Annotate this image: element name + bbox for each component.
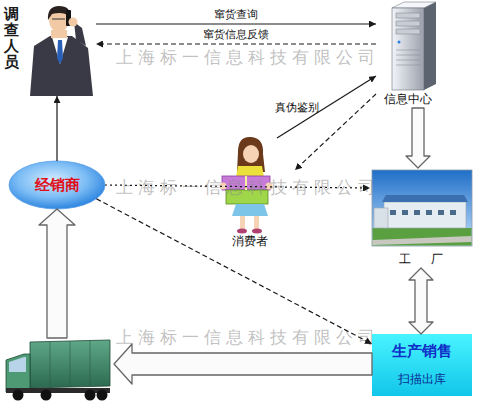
edge-label: 真伪鉴别 [275, 101, 319, 114]
skirt [232, 204, 268, 216]
suit [30, 36, 93, 96]
wheel [41, 390, 52, 401]
factory-illustration [372, 170, 472, 246]
raised-arm [74, 22, 86, 46]
container-rib [90, 341, 91, 387]
information-center-server: 信息中心 [376, 0, 440, 108]
flow-arrow [96, 23, 376, 24]
window [402, 210, 408, 215]
shoe [237, 229, 247, 234]
flow-arrow [105, 185, 370, 188]
block-arrow [406, 108, 430, 168]
server-front [392, 8, 424, 90]
drive-bay [396, 13, 420, 18]
windshield [9, 357, 26, 372]
vent-line [396, 60, 420, 61]
node-text: 信息中心 [376, 92, 440, 106]
sky [372, 170, 472, 246]
window [426, 210, 432, 215]
vent-line [396, 55, 420, 56]
face [243, 145, 259, 163]
side-building [374, 208, 388, 228]
server-side [424, 2, 436, 90]
node-text: 工 厂 [370, 252, 472, 266]
factory-roof [382, 195, 468, 202]
window [450, 210, 456, 215]
node-text: 消费者 [205, 234, 295, 248]
shirt [52, 37, 68, 64]
investigator-figure: 调查人员 [0, 0, 96, 96]
road [373, 236, 472, 245]
consumer-figure: 消费者 [205, 138, 295, 250]
node-text: 经销商 [8, 176, 106, 194]
ellipse-shape [9, 161, 105, 209]
watermark: 上海标一信息科技有限公司 [116, 328, 380, 346]
dealer-ellipse: 经销商 [8, 160, 106, 210]
shoe [252, 229, 262, 234]
hand [69, 18, 78, 27]
window [438, 210, 444, 215]
flow-arrow [56, 96, 57, 161]
cargo-container [30, 340, 110, 388]
flow-arrow [96, 43, 376, 44]
lawn [373, 228, 472, 246]
truck-cab [6, 354, 30, 392]
drive-bay [396, 21, 420, 26]
wheel [85, 390, 96, 401]
investigator-illustration [30, 6, 93, 96]
node-text: 生产销售 [372, 342, 472, 360]
production-sales-box: 生产销售扫描出库 [372, 334, 472, 396]
leg [240, 216, 245, 230]
truck-illustration [6, 340, 110, 401]
watermark: 上海标一信息科技有限公司 [116, 48, 380, 66]
container-rib [50, 342, 51, 388]
block-arrow [39, 209, 75, 338]
wheel [13, 390, 24, 401]
node-text: 扫描出库 [372, 372, 472, 386]
status-led [398, 41, 401, 44]
edge-label: 窜货信息反馈 [203, 28, 269, 41]
drive-bay [396, 29, 420, 34]
vent-line [396, 65, 420, 66]
window [414, 210, 420, 215]
edge-label: 窜货查询 [214, 8, 258, 21]
truck-picture [4, 338, 114, 400]
glasses [52, 19, 65, 20]
flow-arrow [96, 199, 372, 344]
container-rib [70, 341, 71, 387]
tie [57, 40, 63, 64]
block-arrow [409, 268, 433, 334]
watermark: 上海标一信息科技有限公司 [116, 178, 380, 196]
node-text: 调查人员 [2, 6, 20, 70]
wheel [97, 390, 108, 401]
window [390, 210, 396, 215]
vent-line [396, 50, 420, 51]
factory-picture: 工 厂 [370, 168, 472, 268]
block-arrow [114, 344, 372, 384]
factory-hall [384, 202, 466, 228]
server-illustration [392, 2, 436, 90]
leg [254, 216, 259, 230]
